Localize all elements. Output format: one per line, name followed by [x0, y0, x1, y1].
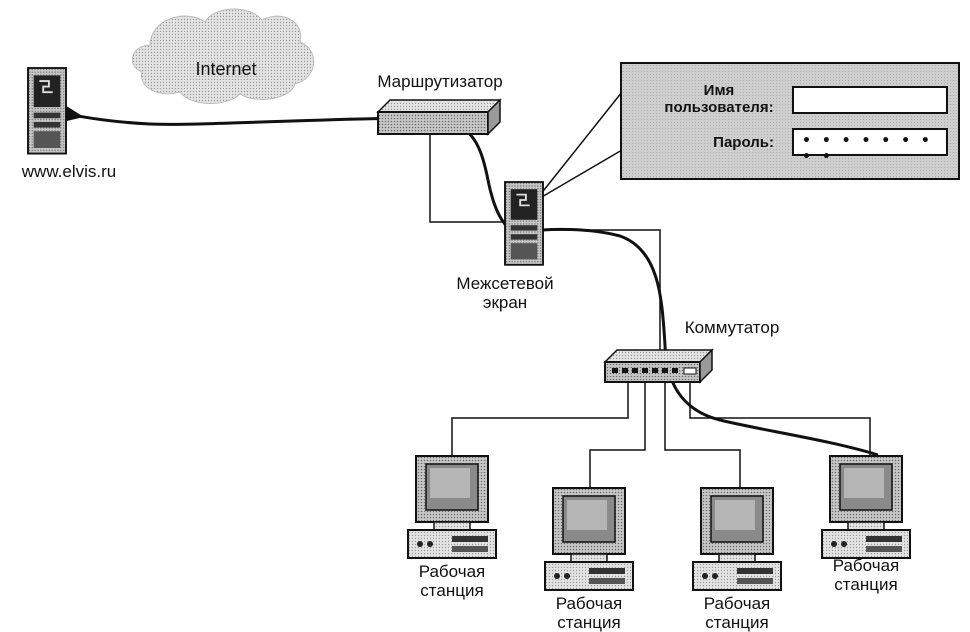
workstation-2-label: Рабочая станция [555, 594, 623, 632]
firewall-label: Межсетевой экран [456, 274, 554, 312]
workstation-4-icon [821, 455, 911, 559]
workstation-3-label: Рабочая станция [703, 594, 771, 632]
switch-icon [603, 348, 714, 384]
login-panel: Имя пользователя: Пароль: • • • • • • • … [620, 62, 960, 180]
workstation-4-label: Рабочая станция [832, 556, 900, 594]
web-server-label: www.elvis.ru [21, 162, 117, 181]
workstation-1-icon [407, 455, 497, 559]
username-field[interactable] [792, 86, 948, 114]
internet-label: Internet [195, 59, 257, 79]
workstation-3-icon [692, 487, 782, 591]
workstation-1-label: Рабочая станция [418, 562, 486, 600]
callout-lines [539, 91, 623, 199]
workstation-2-icon [544, 487, 634, 591]
firewall-icon [504, 181, 544, 266]
router-icon [376, 98, 502, 136]
password-label: Пароль: [713, 134, 774, 151]
internet-cloud-icon [131, 8, 315, 105]
username-label: Имя пользователя: [664, 82, 774, 116]
switch-label: Коммутатор [684, 318, 780, 337]
password-field[interactable]: • • • • • • • • • [792, 128, 948, 165]
router-label: Маршрутизатор [377, 72, 503, 91]
web-server-icon [27, 67, 67, 155]
